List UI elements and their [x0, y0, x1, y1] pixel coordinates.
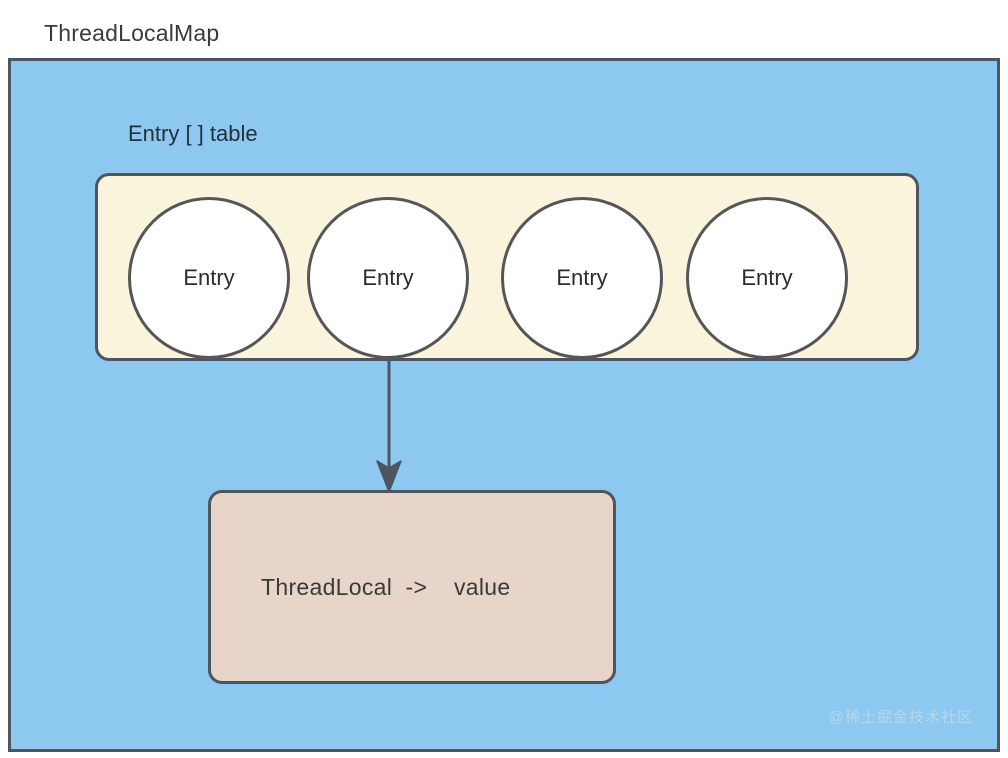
entry-node-label: Entry	[362, 265, 414, 290]
page-title: ThreadLocalMap	[44, 20, 220, 46]
entry-node-0[interactable]: Entry	[128, 197, 290, 359]
entry-node-2[interactable]: Entry	[501, 197, 663, 359]
entry-node-3[interactable]: Entry	[686, 197, 848, 359]
threadlocalmap-container: Entry [ ] table Entry Entry Entry Entry …	[8, 58, 1000, 752]
threadlocal-value-node[interactable]: ThreadLocal -> value	[208, 490, 616, 684]
threadlocal-value-label: ThreadLocal -> value	[261, 573, 511, 600]
entry-node-1[interactable]: Entry	[307, 197, 469, 359]
entry-node-label: Entry	[556, 265, 608, 290]
entry-table-label: Entry [ ] table	[128, 121, 258, 146]
arrow-head-icon	[376, 460, 402, 493]
watermark: @稀土掘金技术社区	[828, 709, 973, 726]
entry-to-value-arrow	[376, 359, 402, 493]
entry-node-label: Entry	[741, 265, 793, 290]
entry-node-label: Entry	[183, 265, 235, 290]
